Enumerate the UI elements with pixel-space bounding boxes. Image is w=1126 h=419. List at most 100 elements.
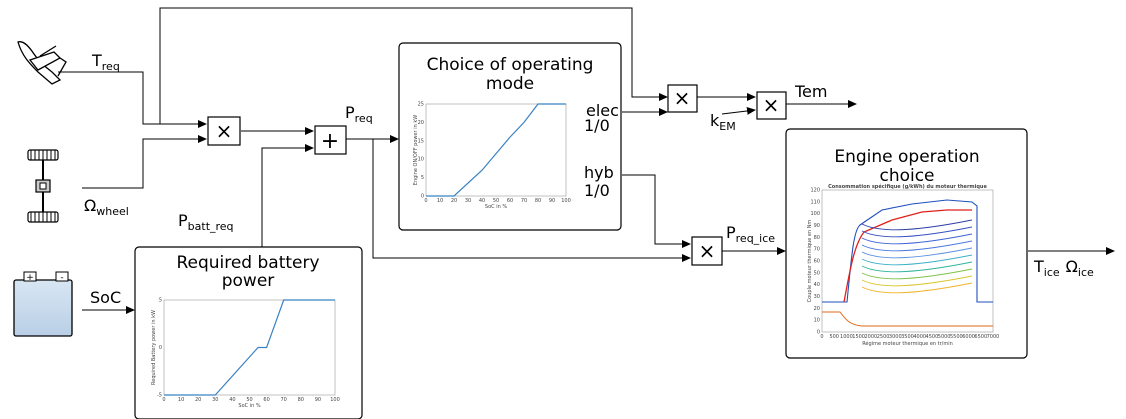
map-x-tick: 5000 bbox=[938, 334, 951, 340]
y-tick-label: 20 bbox=[418, 120, 424, 126]
map-y-tick: 10 bbox=[814, 318, 820, 324]
wire-hyb bbox=[622, 174, 691, 248]
efficiency-contour bbox=[861, 226, 973, 238]
map-y-tick: 70 bbox=[814, 247, 820, 253]
map-x-tick: 0 bbox=[820, 334, 823, 340]
wire-preq-down bbox=[372, 139, 691, 262]
label-p-batt-req: Pbatt_req bbox=[178, 211, 234, 233]
x-tick-label: 30 bbox=[212, 397, 218, 403]
x-tick-label: 100 bbox=[330, 397, 340, 403]
optimal-curve bbox=[843, 209, 972, 303]
label-t-req: Treq bbox=[91, 51, 120, 73]
plot-frame bbox=[163, 299, 336, 396]
map-y-tick: 90 bbox=[814, 223, 820, 229]
efficiency-contour bbox=[861, 247, 973, 259]
map-x-tick: 2000 bbox=[864, 334, 877, 340]
map-x-tick: 4500 bbox=[926, 334, 939, 340]
svg-text:×: × bbox=[216, 119, 233, 143]
efficiency-contour bbox=[861, 254, 973, 266]
map-y-tick: 40 bbox=[814, 282, 820, 288]
x-axis-label: SoC in % bbox=[238, 403, 260, 409]
y-axis-label: Required Battery power in kW bbox=[151, 310, 157, 385]
svg-text:+: + bbox=[321, 129, 339, 154]
y-tick-label: 0 bbox=[159, 345, 162, 351]
map-x-tick: 500 bbox=[829, 334, 839, 340]
wire-pbatt bbox=[261, 144, 314, 248]
x-tick-label: 40 bbox=[229, 397, 235, 403]
engine-efficiency-map: Consommation spécifique (g/kWh) du moteu… bbox=[807, 183, 999, 347]
x-tick-label: 20 bbox=[451, 198, 457, 204]
plot-frame bbox=[425, 103, 567, 197]
wire-kem bbox=[721, 106, 756, 115]
map-x-tick: 3500 bbox=[901, 334, 914, 340]
map-x-tick: 1000 bbox=[840, 334, 853, 340]
summer-plus: + bbox=[314, 125, 347, 155]
map-title: Consommation spécifique (g/kWh) du moteu… bbox=[828, 183, 987, 190]
y-tick-label: 10 bbox=[418, 157, 424, 163]
map-x-label: Régime moteur thermique en tr/min bbox=[862, 340, 953, 347]
x-tick-label: 0 bbox=[162, 397, 165, 403]
svg-text:×: × bbox=[763, 93, 780, 117]
map-y-tick: 80 bbox=[814, 235, 820, 241]
multiplier-1: × bbox=[207, 116, 241, 146]
battery-power-title: Required battery bbox=[176, 253, 319, 273]
map-x-tick: 1500 bbox=[852, 334, 865, 340]
map-frame bbox=[821, 189, 994, 333]
x-tick-label: 100 bbox=[561, 198, 571, 204]
svg-text:×: × bbox=[674, 86, 691, 110]
series-line bbox=[164, 299, 335, 396]
x-tick-label: 10 bbox=[178, 397, 184, 403]
map-x-tick: 5500 bbox=[950, 334, 963, 340]
pedal-foot-icon bbox=[17, 41, 67, 85]
wire-top-loop bbox=[159, 7, 668, 124]
efficiency-contour bbox=[861, 233, 973, 245]
svg-text:power: power bbox=[222, 271, 275, 291]
multiplier-4: × bbox=[691, 236, 723, 266]
efficiency-contour bbox=[861, 261, 973, 273]
x-tick-label: 50 bbox=[493, 198, 499, 204]
y-tick-label: -5 bbox=[157, 393, 162, 399]
svg-text:-: - bbox=[60, 273, 63, 283]
svg-text:choice: choice bbox=[879, 166, 934, 186]
svg-text:×: × bbox=[699, 239, 716, 263]
x-tick-label: 70 bbox=[521, 198, 527, 204]
map-y-tick: 120 bbox=[810, 188, 820, 194]
x-axis-label: SoC in % bbox=[485, 204, 507, 210]
full-load-curve bbox=[822, 199, 993, 303]
label-p-req: Preq bbox=[345, 103, 373, 125]
map-y-tick: 100 bbox=[810, 211, 820, 217]
x-tick-label: 80 bbox=[535, 198, 541, 204]
map-x-tick: 3000 bbox=[889, 334, 902, 340]
y-axis-label: Engine ON/OFF power in kW bbox=[413, 115, 419, 185]
map-x-tick: 6000 bbox=[962, 334, 975, 340]
svg-text:+: + bbox=[26, 273, 34, 283]
x-tick-label: 0 bbox=[424, 198, 427, 204]
x-tick-label: 60 bbox=[507, 198, 513, 204]
y-tick-label: 25 bbox=[418, 102, 424, 108]
map-x-tick: 7000 bbox=[987, 334, 1000, 340]
label-elec: elec bbox=[586, 101, 619, 120]
engine-operation-block: Engine operation choice Consommation spé… bbox=[785, 128, 1028, 359]
label-p-req-ice: Preq_ice bbox=[726, 223, 775, 245]
x-tick-label: 10 bbox=[437, 198, 443, 204]
operating-mode-title: Choice of operating bbox=[427, 55, 594, 75]
x-tick-label: 80 bbox=[298, 397, 304, 403]
min-torque-curve bbox=[822, 311, 993, 327]
x-tick-label: 30 bbox=[465, 198, 471, 204]
efficiency-contour bbox=[861, 240, 973, 252]
label-omega-wheel: Ωwheel bbox=[84, 196, 129, 218]
label-hyb-value: 1/0 bbox=[584, 181, 610, 200]
wire-treq bbox=[58, 71, 207, 128]
x-tick-label: 40 bbox=[479, 198, 485, 204]
engine-operation-title: Engine operation bbox=[834, 147, 979, 167]
y-tick-label: 5 bbox=[159, 298, 162, 304]
map-y-tick: 110 bbox=[810, 199, 820, 205]
efficiency-contour bbox=[861, 219, 973, 231]
y-tick-label: 15 bbox=[418, 138, 424, 144]
